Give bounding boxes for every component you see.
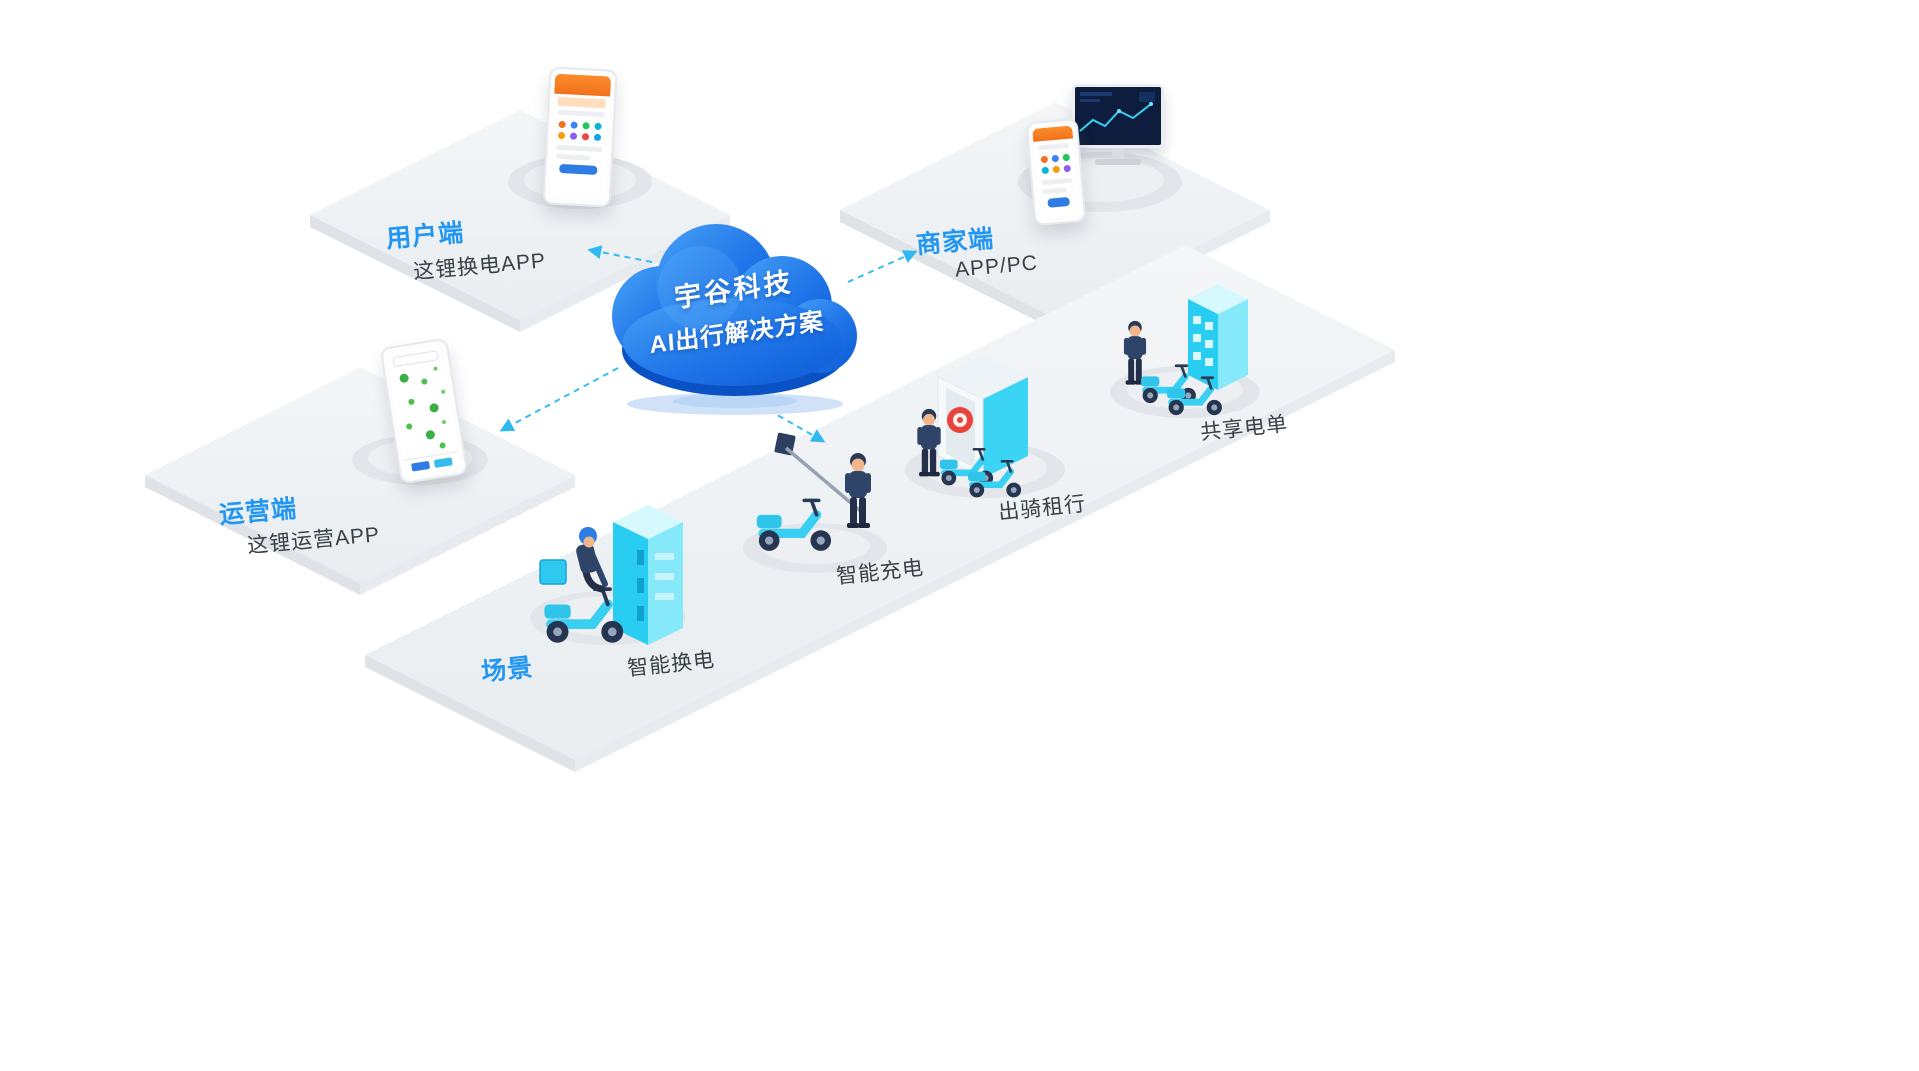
merchant-monitor (1072, 84, 1164, 165)
app-icon-dot (1052, 165, 1061, 174)
app-primary-button (559, 163, 598, 175)
label-scene-platform: 场景 (479, 653, 535, 687)
user-app-phone (542, 66, 618, 208)
battery-cabinet-icon (613, 505, 683, 645)
app-icon-dot (582, 122, 590, 130)
label-operator-platform: 运营端 (218, 494, 299, 530)
map-button (433, 457, 453, 468)
app-icon-grid (552, 119, 609, 144)
label-user-platform: 用户端 (385, 218, 466, 254)
app-icon-dot (570, 121, 578, 129)
rental-kiosk-icon (937, 355, 1028, 479)
cloud-shape (612, 224, 857, 415)
shared-cabinet-icon (1188, 284, 1248, 390)
scene-smart-swap (539, 505, 683, 645)
merchant-app-screen (1032, 125, 1080, 219)
app-icon-dot (1062, 153, 1071, 162)
map-screen (386, 345, 462, 477)
merchant-phone (1025, 117, 1087, 227)
scene-smart-charging (757, 432, 871, 551)
user-app-screen (548, 73, 612, 201)
device-shadow-rings (352, 152, 1260, 645)
map-bottom-bar (403, 451, 462, 477)
app-primary-button (1047, 196, 1071, 208)
scene-shared-emoped (1123, 284, 1248, 415)
app-icon-dot (1040, 155, 1049, 164)
app-header (1032, 125, 1074, 142)
app-icon-dot (1051, 154, 1060, 163)
scene-ride-rental (917, 355, 1028, 497)
app-icon-dot (581, 133, 590, 141)
app-icon-dot (1063, 164, 1072, 173)
arrow-cloud-to-merchant (847, 250, 918, 283)
dashboard-screen (1072, 84, 1164, 148)
app-header (554, 73, 612, 97)
app-banner (557, 96, 607, 109)
app-icon-dot (1041, 166, 1050, 175)
platform-operator (145, 367, 575, 595)
app-icon-dot (558, 120, 566, 129)
dashboard-chart-icon (1079, 92, 1155, 132)
map-button (411, 460, 431, 472)
label-merchant-platform: 商家端 (915, 224, 996, 260)
arrow-cloud-to-operator (499, 367, 619, 432)
app-icon-grid (1034, 151, 1076, 176)
app-icon-dot (594, 122, 602, 131)
app-icon-dot (569, 132, 578, 140)
app-icon-dot (557, 131, 566, 140)
map-search-bar (392, 350, 440, 368)
delivery-rider-icon (539, 527, 623, 643)
app-icon-dot (593, 133, 602, 142)
